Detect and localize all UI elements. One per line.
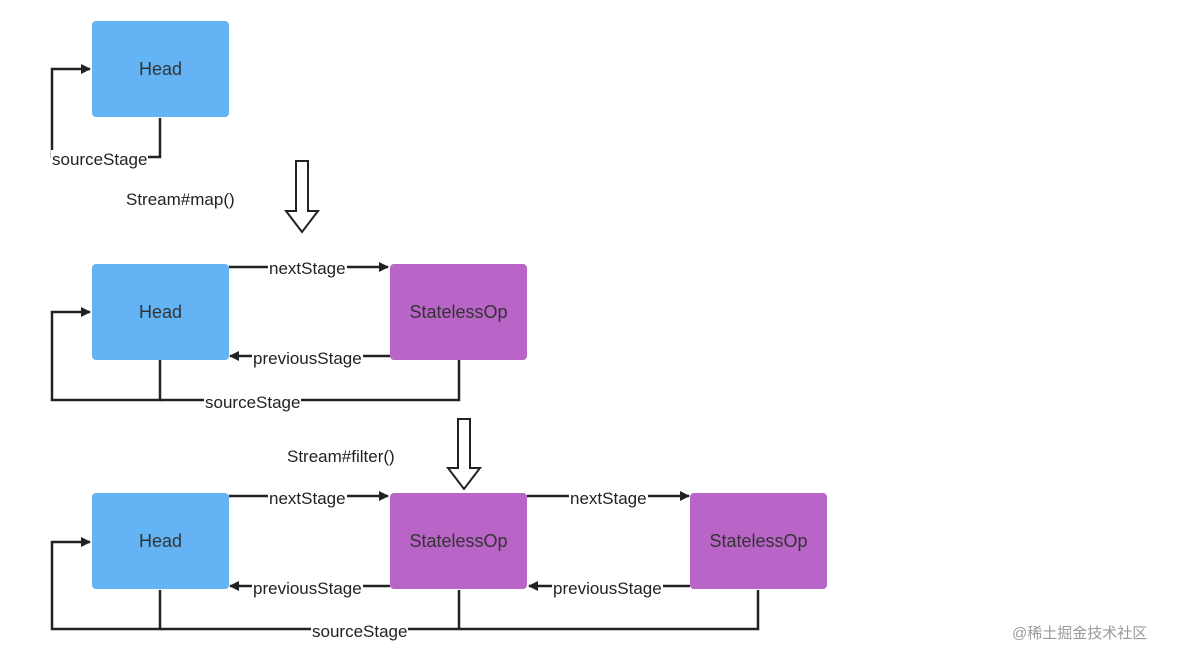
filter-transform-label: Stream#filter() <box>287 447 395 466</box>
previous-stage-label: previousStage <box>552 579 663 599</box>
watermark: @稀土掘金技术社区 <box>1012 625 1148 642</box>
next-stage-label: nextStage <box>268 489 347 509</box>
stateless-op-label: StatelessOp <box>409 301 508 322</box>
map-transform-label: Stream#map() <box>126 190 235 209</box>
head-box-stage3: Head <box>92 493 229 589</box>
head-label: Head <box>138 301 183 322</box>
s2-source-head-loop <box>50 307 162 402</box>
next-stage-label: nextStage <box>268 259 347 279</box>
stateless-op-label: StatelessOp <box>709 530 808 551</box>
s3-source-head-loop <box>50 537 162 631</box>
down-arrow-filter <box>445 418 483 491</box>
stateless-op-box-stage3-a: StatelessOp <box>390 493 527 589</box>
source-stage-label: sourceStage <box>204 393 302 413</box>
source-stage-label: sourceStage <box>51 150 149 170</box>
head-box-stage1: Head <box>92 21 229 117</box>
source-stage-label: sourceStage <box>311 622 409 642</box>
next-stage-label: nextStage <box>569 489 648 509</box>
head-label: Head <box>138 58 183 79</box>
previous-stage-label: previousStage <box>252 349 363 369</box>
stateless-op-box-stage2: StatelessOp <box>390 264 527 360</box>
head-box-stage2: Head <box>92 264 229 360</box>
stateless-op-label: StatelessOp <box>409 530 508 551</box>
previous-stage-label: previousStage <box>252 579 363 599</box>
head-label: Head <box>138 530 183 551</box>
down-arrow-map <box>283 160 321 234</box>
stateless-op-box-stage3-b: StatelessOp <box>690 493 827 589</box>
